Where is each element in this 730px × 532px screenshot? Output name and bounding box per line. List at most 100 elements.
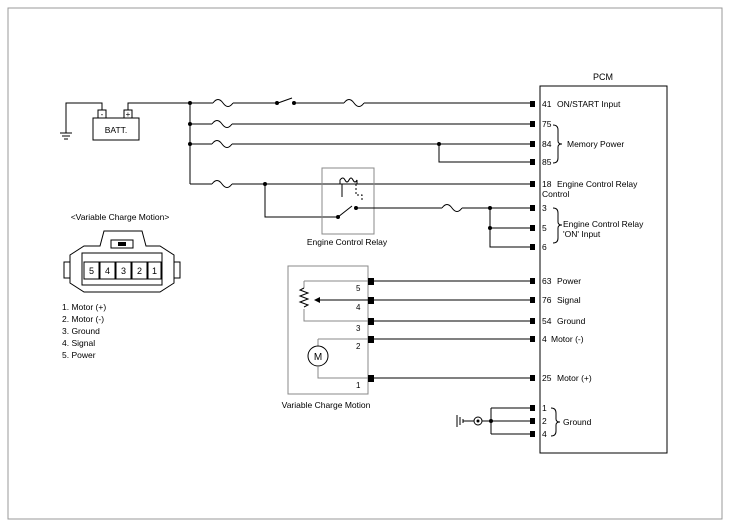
switch-contact [275,101,279,105]
vcm-box [287,265,369,395]
fuse-icon [212,99,234,107]
pcm-pin-connector [530,336,535,342]
connector-housing [69,230,175,293]
battery-pos-lead [127,102,190,110]
pcm-pin-label: Ground [557,316,586,326]
connector-legend-item: 3. Ground [62,326,100,336]
pcm-pin-label-line2: Control [542,189,570,199]
pcm-pin-connector [530,278,535,284]
vcm-pin-connector [368,336,374,343]
pcm-pin-connector [530,418,535,424]
connector-cell-num: 4 [105,266,110,276]
pcm-pin-connector [530,101,535,107]
pcm-pin-num: 1 [542,403,547,413]
connector-cell-num: 3 [121,266,126,276]
pcm-pin-num: 25 [542,373,552,383]
wire-85 [438,144,530,163]
pcm-pin-num: 4 [542,334,547,344]
pcm-pin-num: 2 [542,416,547,426]
pcm-pin-num: 54 [542,316,552,326]
vcm-pin-connector [368,318,374,325]
relay-caption: Engine Control Relay [307,237,388,247]
pcm-pin-connector [530,159,535,165]
potentiometer-icon [298,287,310,308]
battery-label: BATT. [105,125,128,135]
vcm-internal-wire [303,309,368,322]
brace-memory-power [552,124,563,164]
pcm-pin-connector [530,375,535,381]
vcm-connector-view: <Variable Charge Motion> 5 4 3 2 1 1. Mo… [62,212,181,360]
connector-cell [115,261,132,280]
pcm-pin-connector [530,121,535,127]
pcm-pin-num: 75 [542,119,552,129]
pcm-pin-num: 76 [542,295,552,305]
connector-title: <Variable Charge Motion> [71,212,170,222]
battery-neg-sign: - [101,110,104,119]
group-relay-on-label-2: 'ON' Input [563,229,601,239]
connector-face [81,252,163,286]
pcm-pin-num: 5 [542,223,547,233]
pcm-title: PCM [593,72,613,82]
pcm-pin-connector [530,244,535,250]
battery-neg-lead [65,102,103,133]
connector-legend-item: 4. Signal [62,338,95,348]
connector-key-slot [118,242,126,246]
vcm-caption: Variable Charge Motion [282,400,371,410]
connector-cell-num: 2 [137,266,142,276]
pcm-pin-connector [530,225,535,231]
pcm-pin-connector [530,181,535,187]
power-wiring [188,97,530,218]
connector-latch-left [63,261,71,279]
battery: BATT. - + [60,102,190,141]
pcm-pins: 41 ON/START Input 75 84 85 18 Engine Con… [530,99,638,439]
pcm-pin-num: 84 [542,139,552,149]
relay-coil-icon [339,177,358,184]
relay-contact-point [336,215,340,219]
motor-symbol: M [314,352,322,363]
vcm-pin-connector [368,297,374,304]
vcm-internal-wire [317,366,368,379]
pcm-pin-connector [530,405,535,411]
relay-output-wiring [441,204,530,248]
pcm-pin-num: 4 [542,429,547,439]
vcm-pin-num: 3 [356,324,361,333]
pcm-pin-label: Motor (-) [551,334,584,344]
vcm-pin-num: 1 [356,381,361,390]
pcm-pin-num: 41 [542,99,552,109]
pcm-pin-num: 18 [542,179,552,189]
pcm-pin-num: 63 [542,276,552,286]
connector-legend-item: 2. Motor (-) [62,314,104,324]
vcm-pin-num: 4 [356,303,361,312]
fuse-icon [211,120,233,128]
pcm-pin-label: Engine Control Relay [557,179,638,189]
vcm-pcm-wiring [374,280,530,379]
fuse-icon [441,204,463,212]
connector-cell [99,261,116,280]
pcm-pin-label: Motor (+) [557,373,592,383]
pcm-ground-wiring [456,407,530,435]
fuse-icon [211,180,233,188]
wiper-arrow-icon [314,297,320,303]
group-ground-label: Ground [563,417,592,427]
connector-cell-num: 1 [152,266,157,276]
pcm-pin-connector [530,297,535,303]
relay-box [321,167,375,235]
pcm-pin-label: Signal [557,295,581,305]
ground-icon [456,415,464,427]
relay-armature-link [355,184,363,200]
pcm-pin-label: Power [557,276,581,286]
pcm-box [539,85,668,454]
brace-relay-on-input [552,207,563,244]
connector-cell [147,261,162,280]
connector-latch-right [173,261,181,279]
group-relay-on-label-1: Engine Control Relay [563,219,644,229]
fuse-icon [211,140,233,148]
connector-cell [131,261,148,280]
connector-legend-item: 1. Motor (+) [62,302,106,312]
page-frame [7,7,723,520]
connector-key [110,239,134,249]
chassis-ground-icon [60,132,72,140]
vcm-pin-num: 5 [356,284,361,293]
